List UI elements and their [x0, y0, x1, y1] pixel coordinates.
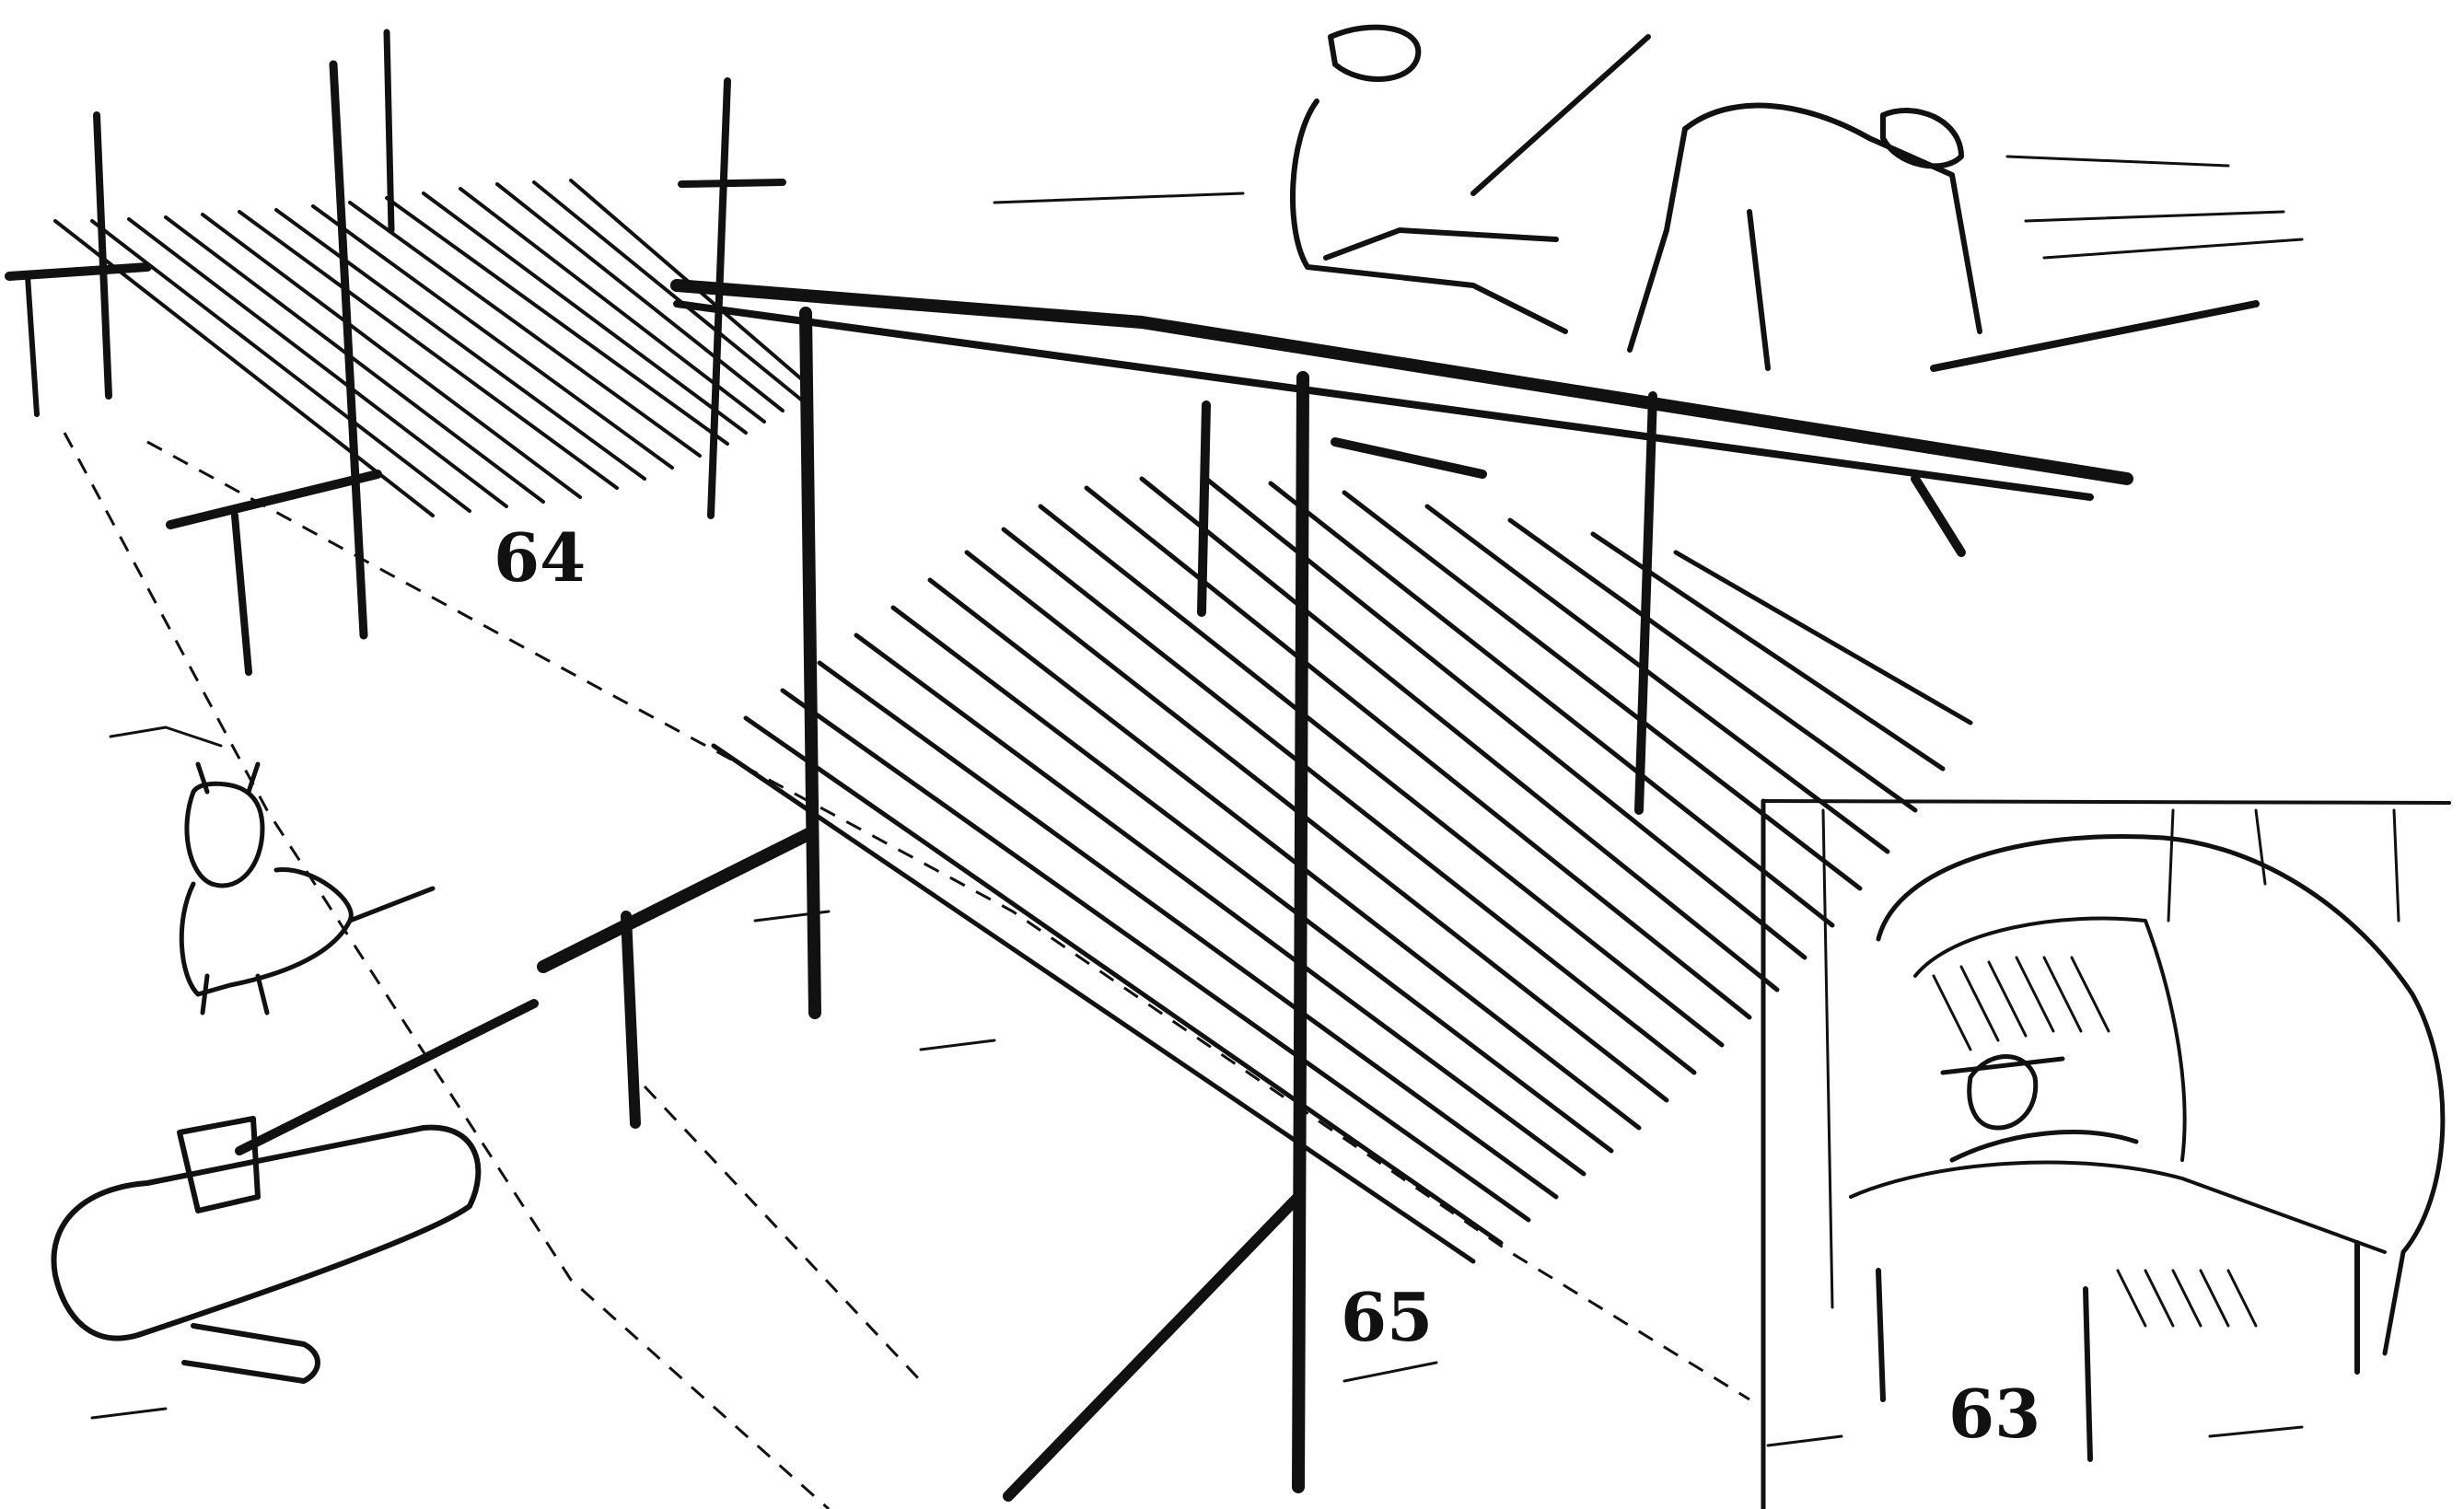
figure-64-label: 64 [488, 525, 592, 591]
axe-and-log [51, 999, 539, 1384]
figure-64-pole-bed [5, 29, 812, 676]
grass-tufts [90, 725, 2304, 1447]
figure-65-label: 65 [1335, 1284, 1439, 1351]
figure-65-bed-poles [711, 476, 1973, 1264]
men-cutting-poles [993, 24, 2304, 372]
figure-64-bed-poles [53, 179, 812, 517]
ground-guide-lines [63, 432, 1750, 1509]
figure-65-pole-frame [537, 279, 2133, 1502]
figure-63-label: 63 [1943, 1381, 2047, 1447]
figure-63-inset [1761, 798, 2451, 1509]
dog-sitting [179, 761, 436, 1016]
